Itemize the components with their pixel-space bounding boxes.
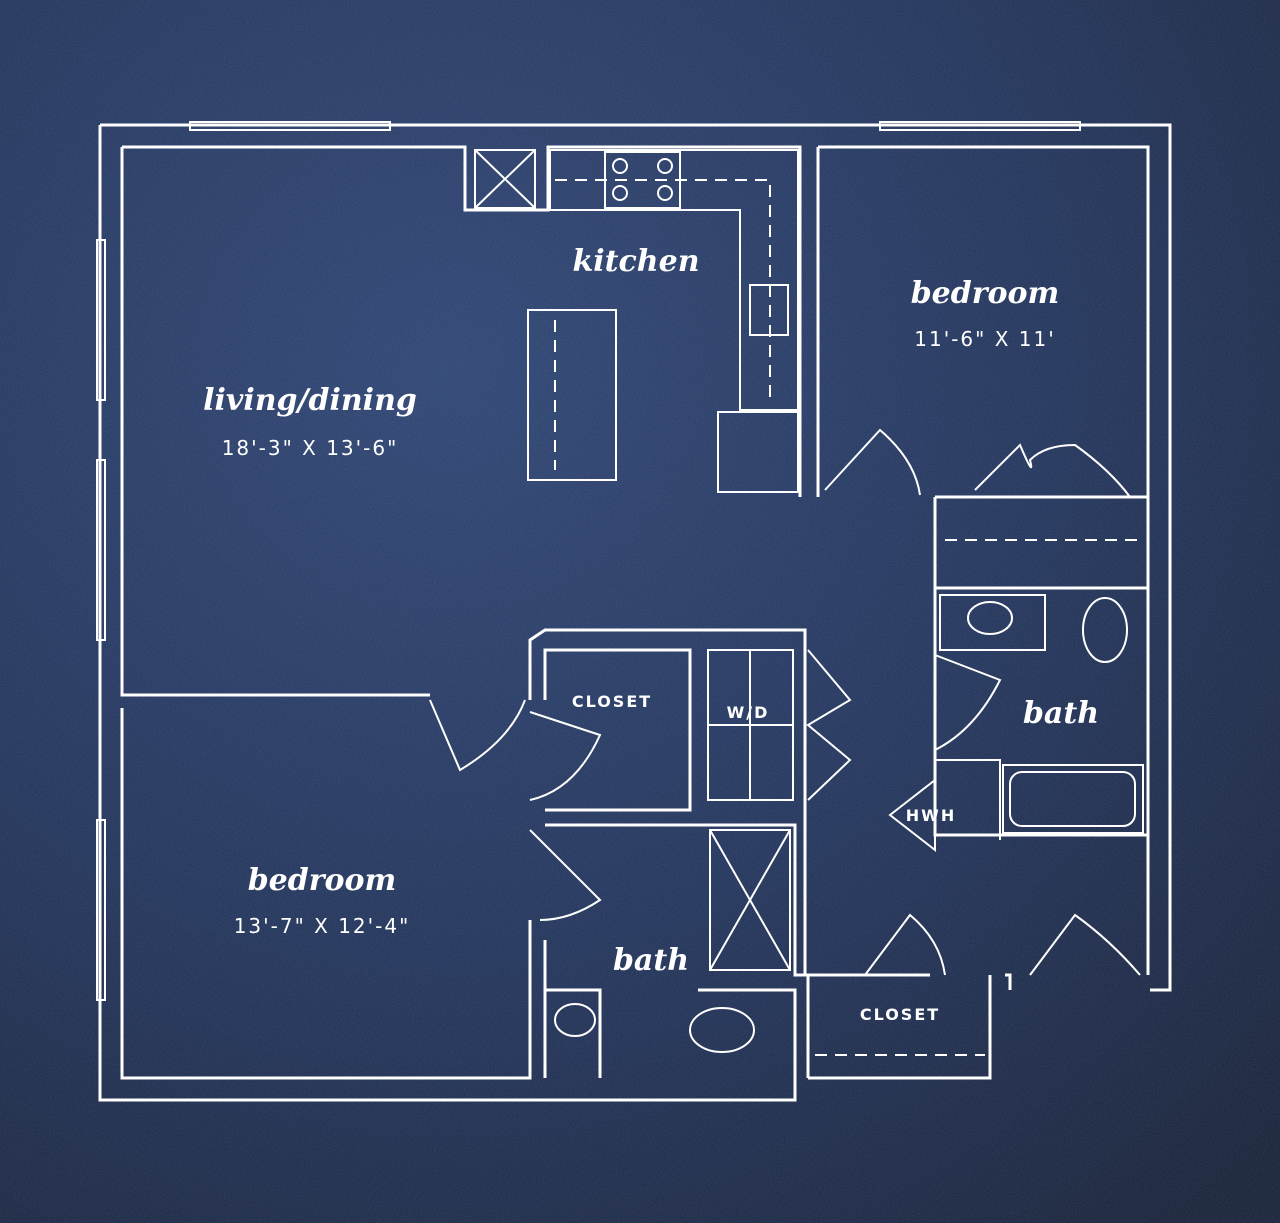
bath-1-label: bath <box>1023 696 1099 731</box>
bedroom-2-label: bedroom <box>248 863 397 898</box>
bedroom-1-label: bedroom <box>911 276 1060 311</box>
water-heater-label: HWH <box>906 806 956 825</box>
bedroom-1-size: 11'-6" X 11' <box>914 327 1055 351</box>
interior-walls <box>528 147 1148 1078</box>
bath-2-label: bath <box>613 943 689 978</box>
living-dining-label: living/dining <box>203 383 417 418</box>
bedroom-2-size: 13'-7" X 12'-4" <box>234 914 411 938</box>
kitchen-counters <box>474 149 799 493</box>
living-dining-size: 18'-3" X 13'-6" <box>222 436 399 460</box>
washer-dryer-label: W/D <box>727 703 770 722</box>
room-labels: kitchen living/dining 18'-3" X 13'-6" be… <box>203 244 1099 1024</box>
exterior-walls <box>96 121 1172 1102</box>
kitchen-label: kitchen <box>572 244 699 279</box>
closet-2-label: CLOSET <box>860 1005 940 1024</box>
closet-1-label: CLOSET <box>572 692 652 711</box>
doors <box>429 428 1141 976</box>
